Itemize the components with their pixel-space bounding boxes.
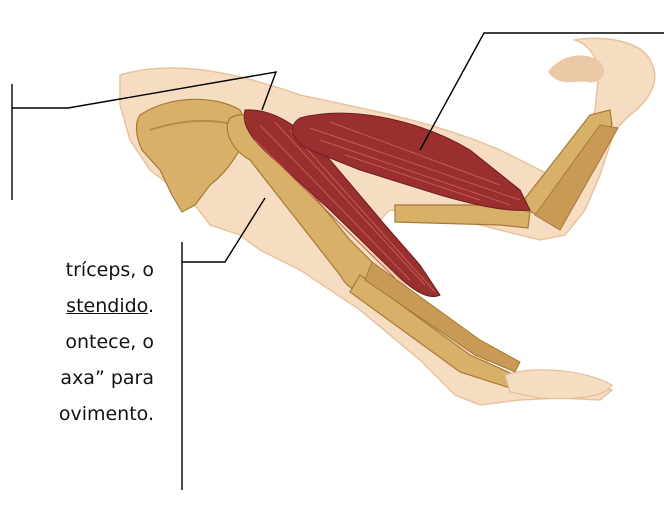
caption-line-2-tail: . — [148, 295, 154, 317]
caption-line-3: ontece, o — [59, 324, 154, 360]
caption-line-5: ovimento. — [59, 396, 154, 432]
caption-line-1: tríceps, o — [59, 252, 154, 288]
caption-text: tríceps, o stendido. ontece, o axa” para… — [59, 252, 154, 432]
hand — [505, 370, 612, 399]
caption-line-4: axa” para — [59, 360, 154, 396]
arm-silhouette — [120, 38, 655, 405]
caption-line-2: stendido. — [59, 288, 154, 324]
caption-underlined-word: stendido — [66, 295, 148, 317]
